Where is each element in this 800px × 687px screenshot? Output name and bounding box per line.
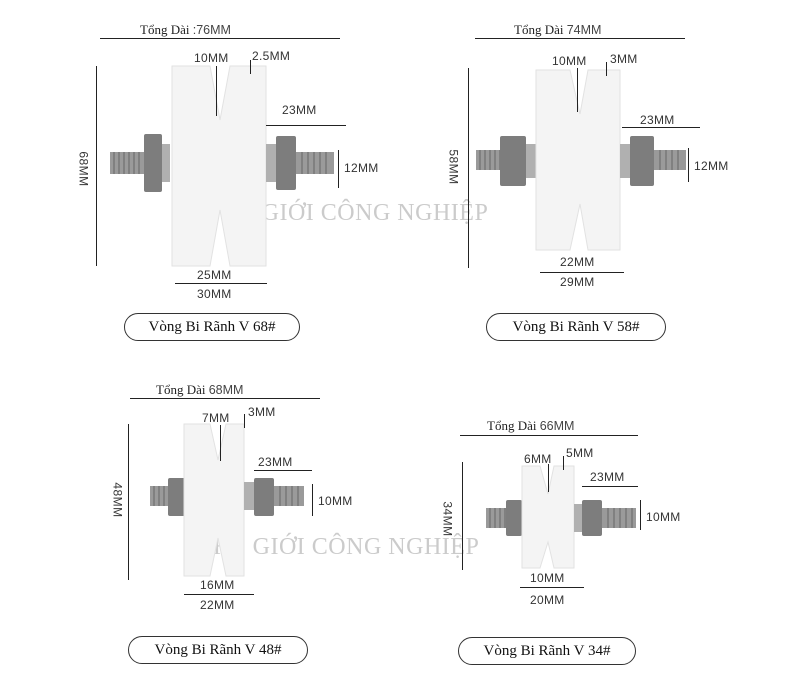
- bolt-length-dim: 23MM: [640, 113, 675, 127]
- groove-edge-dim: 3MM: [610, 52, 638, 66]
- v-groove-wheel-58-drawing: [476, 69, 686, 251]
- total-length-label: Tổng Dài 68MM: [156, 382, 244, 397]
- bolt-diameter-dim: 12MM: [344, 161, 379, 175]
- caption-68: Vòng Bi Rãnh V 68#: [124, 313, 300, 341]
- v-groove-wheel-34-drawing: [486, 465, 636, 569]
- total-length-label: Tổng Dài 74MM: [514, 22, 602, 37]
- bolt-diameter-dim: 10MM: [318, 494, 353, 508]
- bolt-diameter-dim: 10MM: [646, 510, 681, 524]
- total-length-value: 66MM: [539, 419, 575, 433]
- total-length-label: Tổng Dài :76MM: [140, 22, 231, 37]
- height-dim: 58MM: [446, 149, 461, 185]
- wheel-width-dim: 29MM: [560, 275, 595, 289]
- groove-width-dim: 6MM: [524, 452, 552, 466]
- hub-width-dim: 10MM: [530, 571, 565, 585]
- wheel-width-dim: 22MM: [200, 598, 235, 612]
- groove-edge-dim: 3MM: [248, 405, 276, 419]
- groove-width-dim: 10MM: [194, 51, 229, 65]
- groove-edge-dim: 5MM: [566, 446, 594, 460]
- total-length-value: 74MM: [566, 23, 602, 37]
- height-dim: 34MM: [440, 501, 455, 537]
- height-dim: 48MM: [110, 482, 125, 518]
- groove-width-dim: 7MM: [202, 411, 230, 425]
- wheel-width-dim: 20MM: [530, 593, 565, 607]
- hub-width-dim: 22MM: [560, 255, 595, 269]
- total-length-value: :76MM: [192, 23, 231, 37]
- groove-width-dim: 10MM: [552, 54, 587, 68]
- total-length-label: Tổng Dài 66MM: [487, 418, 575, 433]
- caption-48: Vòng Bi Rãnh V 48#: [128, 636, 308, 664]
- total-length-value: 68MM: [208, 383, 244, 397]
- wheel-width-dim: 30MM: [197, 287, 232, 301]
- caption-34: Vòng Bi Rãnh V 34#: [458, 637, 636, 665]
- caption-58: Vòng Bi Rãnh V 58#: [486, 313, 666, 341]
- hub-width-dim: 16MM: [200, 578, 235, 592]
- groove-edge-dim: 2.5MM: [252, 49, 291, 63]
- bolt-length-dim: 23MM: [282, 103, 317, 117]
- bolt-length-dim: 23MM: [258, 455, 293, 469]
- height-dim: 68MM: [76, 151, 91, 187]
- v-groove-wheel-48-drawing: [150, 423, 304, 577]
- bolt-diameter-dim: 12MM: [694, 159, 729, 173]
- hub-width-dim: 25MM: [197, 268, 232, 282]
- watermark-bottom: THẾ GIỚI CÔNG NGHIỆP: [198, 534, 480, 560]
- bolt-length-dim: 23MM: [590, 470, 625, 484]
- v-groove-wheel-68-drawing: [110, 65, 334, 267]
